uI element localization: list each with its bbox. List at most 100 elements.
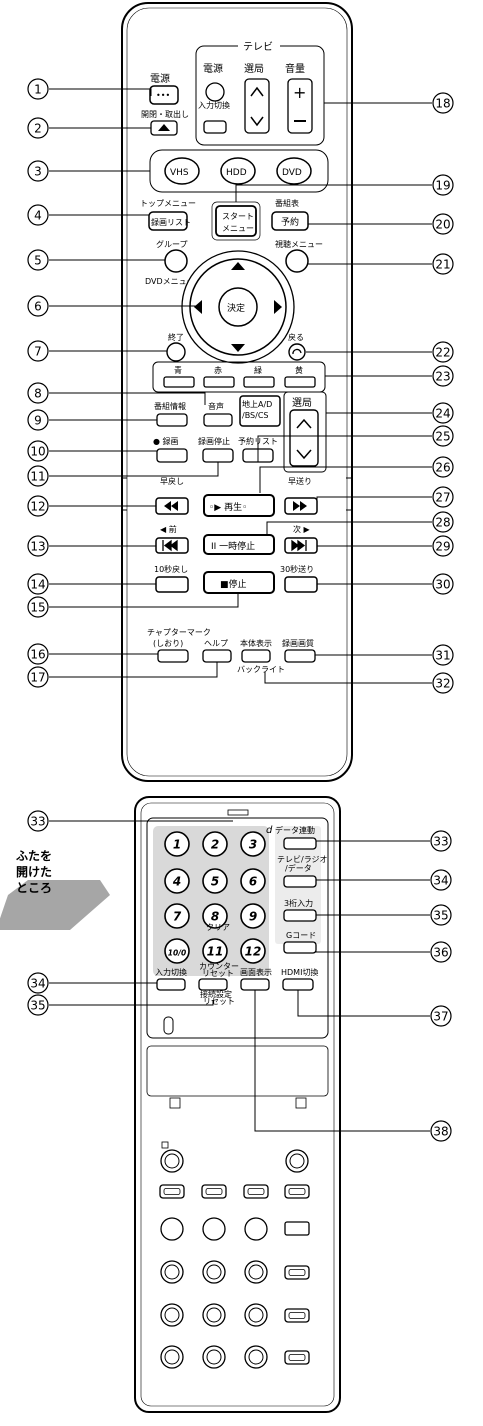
chapter-mark-button[interactable] [157, 649, 189, 663]
callout-34: 34 [315, 869, 452, 891]
lower-round-button[interactable] [202, 1217, 226, 1241]
data-link-d-icon: d [266, 825, 273, 836]
hdd-button[interactable] [220, 157, 256, 185]
counter-reset-button[interactable] [198, 978, 228, 991]
tv-radio-label-1: テレビ/ラジオ [277, 855, 328, 864]
callout-number: 31 [435, 649, 450, 663]
dvd-button[interactable] [276, 157, 312, 185]
input-switch-button[interactable] [203, 120, 227, 134]
record-label: ● 録画 [153, 436, 179, 446]
lower-round-button[interactable] [244, 1345, 268, 1369]
tv-radio-button[interactable] [283, 875, 317, 888]
reserve-button[interactable] [271, 211, 309, 231]
group-button[interactable] [164, 249, 188, 273]
lower-round-button[interactable] [160, 1303, 184, 1327]
program-info-button[interactable] [156, 413, 188, 427]
rec-list-button[interactable] [148, 211, 188, 231]
keypad-button[interactable] [202, 903, 228, 929]
terrestrial-label-1: 地上A/D [242, 399, 272, 409]
lower-round-button[interactable] [160, 1345, 184, 1369]
three-digit-button[interactable] [283, 909, 317, 922]
keypad-button[interactable] [164, 938, 190, 964]
yellow-button[interactable] [284, 376, 316, 388]
play-button[interactable] [203, 494, 275, 517]
pause-button[interactable] [203, 534, 275, 555]
exit-label: 終了 [168, 332, 184, 342]
vhs-button[interactable] [164, 157, 200, 185]
skip-fwd-button[interactable] [284, 576, 318, 593]
callout-badge [432, 425, 454, 447]
view-menu-label: 視聴メニュー [275, 239, 323, 249]
lower-round-button[interactable] [202, 1303, 226, 1327]
lid-panel [146, 817, 329, 1039]
callout-badge [27, 465, 49, 487]
channel-rocker[interactable] [289, 409, 319, 467]
lower-ring-inner [164, 1307, 180, 1323]
lower-round-button[interactable] [160, 1149, 184, 1173]
hinge-tab-right [295, 1097, 307, 1109]
red-button[interactable] [203, 376, 235, 388]
display-button[interactable] [241, 649, 271, 663]
stop-button[interactable] [203, 571, 275, 594]
keypad-button[interactable] [240, 938, 266, 964]
tv-volume-rocker[interactable] [287, 78, 313, 134]
blue-button[interactable] [163, 376, 195, 388]
back-button[interactable] [288, 343, 306, 361]
keypad-button[interactable] [240, 868, 266, 894]
tv-volume-label: 音量 [285, 62, 305, 75]
screen-display-button[interactable] [240, 978, 270, 991]
lower-round-button[interactable] [160, 1260, 184, 1284]
green-button[interactable] [243, 376, 275, 388]
callout-number: 9 [34, 414, 42, 428]
lower-round-button[interactable] [244, 1217, 268, 1241]
lower-round-button[interactable] [244, 1303, 268, 1327]
dvd-label: DVD [282, 168, 302, 178]
callout-18: 18 [324, 92, 454, 114]
callout-5: 5 [27, 249, 165, 271]
lower-round-button[interactable] [202, 1345, 226, 1369]
hdmi-button[interactable] [282, 978, 314, 991]
help-button[interactable] [202, 649, 232, 663]
lower-round-button[interactable] [244, 1260, 268, 1284]
enter-button[interactable] [218, 287, 258, 327]
lower-rect-button[interactable] [284, 1221, 310, 1236]
keypad-button[interactable] [202, 831, 228, 857]
keypad-button[interactable] [164, 831, 190, 857]
lower-input-switch-button[interactable] [156, 978, 186, 991]
terrestrial-button[interactable] [239, 395, 281, 427]
callout-35: 35 [27, 994, 214, 1016]
rec-quality-button[interactable] [284, 649, 316, 663]
callout-number: 12 [30, 500, 45, 514]
keypad-button[interactable] [240, 831, 266, 857]
callout-33: 33 [315, 830, 452, 852]
skip-back-button[interactable] [155, 576, 189, 593]
lower-round-button[interactable] [285, 1149, 309, 1173]
callout-badge [430, 869, 452, 891]
keypad-button[interactable] [202, 938, 228, 964]
callout-number: 24 [435, 407, 450, 421]
data-link-button[interactable] [283, 837, 317, 850]
keypad-button[interactable] [202, 868, 228, 894]
record-button[interactable] [156, 448, 188, 463]
rec-stop-button[interactable] [202, 448, 234, 463]
prev-label: ◀ 前 [160, 524, 177, 534]
pause-label: II 一時停止 [211, 540, 255, 552]
view-menu-button[interactable] [285, 249, 309, 273]
tv-channel-rocker[interactable] [244, 78, 270, 134]
callout-36: 36 [315, 941, 452, 963]
callout-leader-line [49, 593, 239, 608]
callout-number: 13 [30, 540, 45, 554]
exit-button[interactable] [166, 342, 186, 362]
keypad-button[interactable] [164, 903, 190, 929]
gcode-button[interactable] [283, 941, 317, 954]
callout-33: 33 [27, 810, 233, 832]
power-button[interactable] [149, 85, 179, 105]
callout-badge [432, 365, 454, 387]
lower-round-button[interactable] [160, 1217, 184, 1241]
start-menu-button[interactable] [215, 205, 257, 237]
lower-round-button[interactable] [202, 1260, 226, 1284]
tv-power-button[interactable] [205, 82, 225, 102]
audio-button[interactable] [203, 413, 233, 427]
keypad-button[interactable] [240, 903, 266, 929]
keypad-button[interactable] [164, 868, 190, 894]
